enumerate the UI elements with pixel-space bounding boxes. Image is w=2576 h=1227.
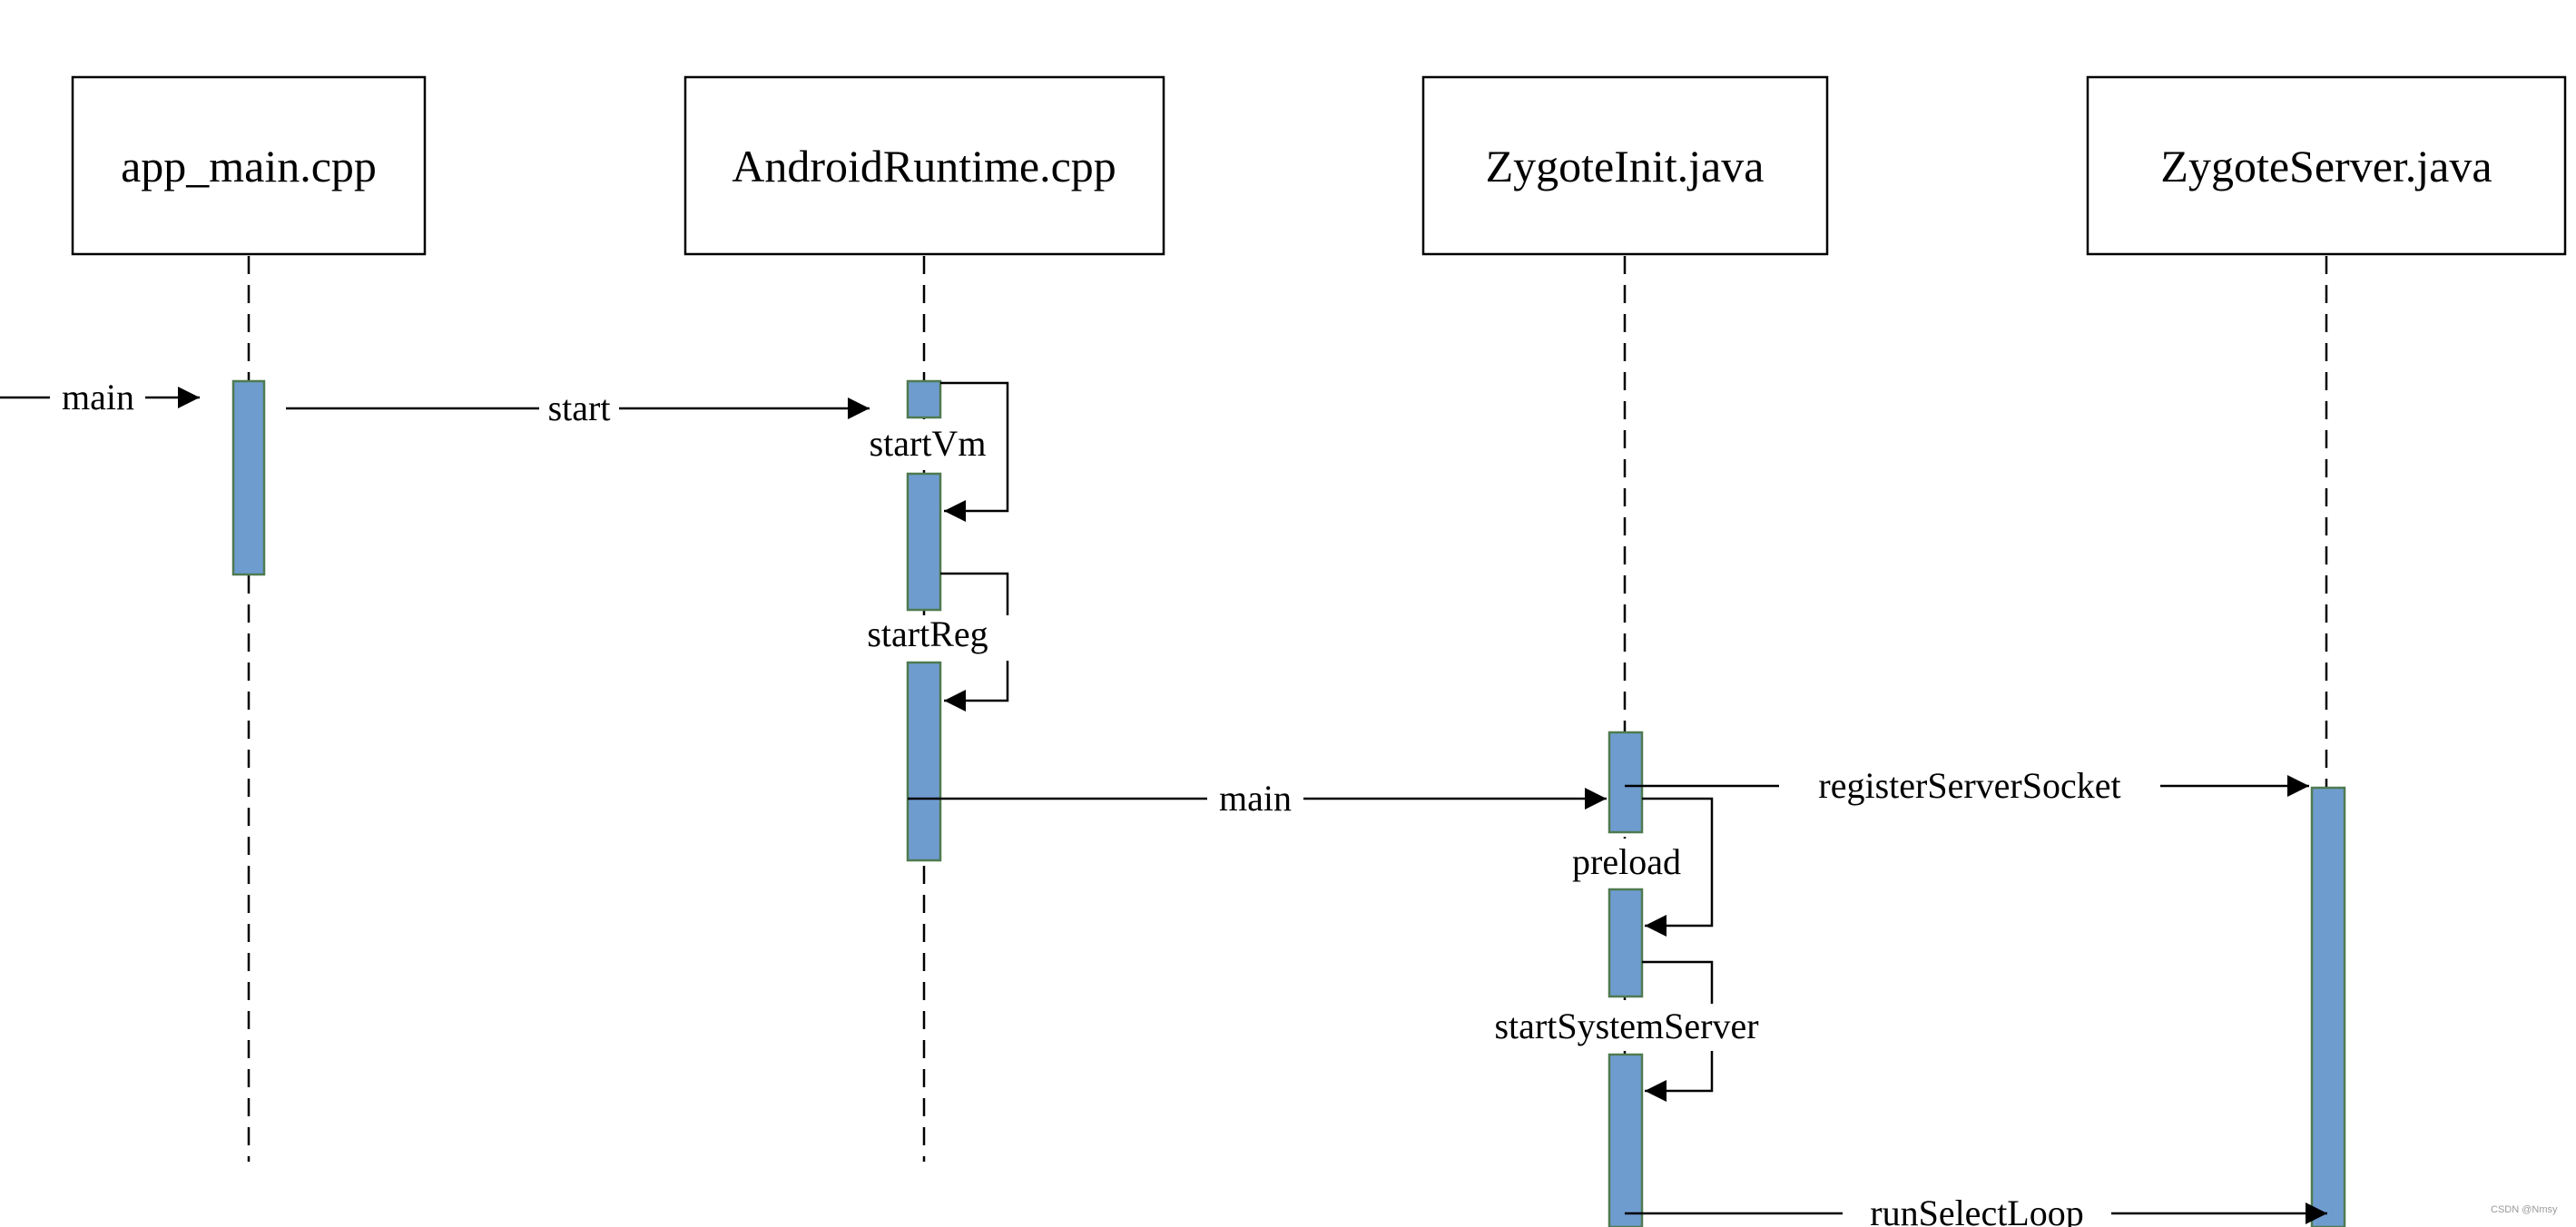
message-main-in: main [0,377,200,417]
activation-zygote-server [2310,786,2346,1227]
message-start: start [286,388,870,428]
message-register-server-socket: registerServerSocket [1625,765,2309,806]
participant-app-main: app_main.cpp [71,75,427,256]
message-label-run-select-loop: runSelectLoop [1870,1193,2084,1227]
message-start-system-server: startSystemServer [1476,960,1785,1102]
message-label-start-reg: startReg [867,614,988,654]
participant-title-app-main: app_main.cpp [121,141,377,191]
message-start-vm: startVm [860,381,1009,522]
participant-zygote-init: ZygoteInit.java [1421,75,1829,256]
message-run-select-loop: runSelectLoop [1625,1193,2327,1227]
participant-title-zygote-server: ZygoteServer.java [2160,141,2492,191]
message-label-preload: preload [1572,841,1681,882]
activation-zygote-init-3 [1608,1053,1644,1227]
activation-runtime-1 [906,379,942,419]
participant-title-zygote-init: ZygoteInit.java [1486,141,1765,191]
activation-app-main [231,379,266,576]
message-label-register-server-socket: registerServerSocket [1818,765,2120,806]
activation-zygote-init-2 [1608,888,1644,998]
message-label-main-call: main [1219,778,1292,819]
message-label-start-system-server: startSystemServer [1494,1006,1758,1046]
participant-zygote-server: ZygoteServer.java [2086,75,2567,256]
message-label-start-vm: startVm [870,423,987,464]
message-label-main-in: main [62,377,134,417]
message-start-reg: startReg [860,572,1015,712]
activation-runtime-3 [906,661,942,862]
message-preload: preload [1568,797,1714,937]
message-label-start: start [548,388,611,428]
participant-title-android-runtime: AndroidRuntime.cpp [732,141,1116,191]
activation-zygote-init-1 [1608,731,1644,834]
participant-android-runtime: AndroidRuntime.cpp [683,75,1165,256]
activation-runtime-2 [906,472,942,612]
message-main-call: main [908,778,1607,819]
watermark-text: CSDN @Nmsy [2491,1204,2558,1215]
